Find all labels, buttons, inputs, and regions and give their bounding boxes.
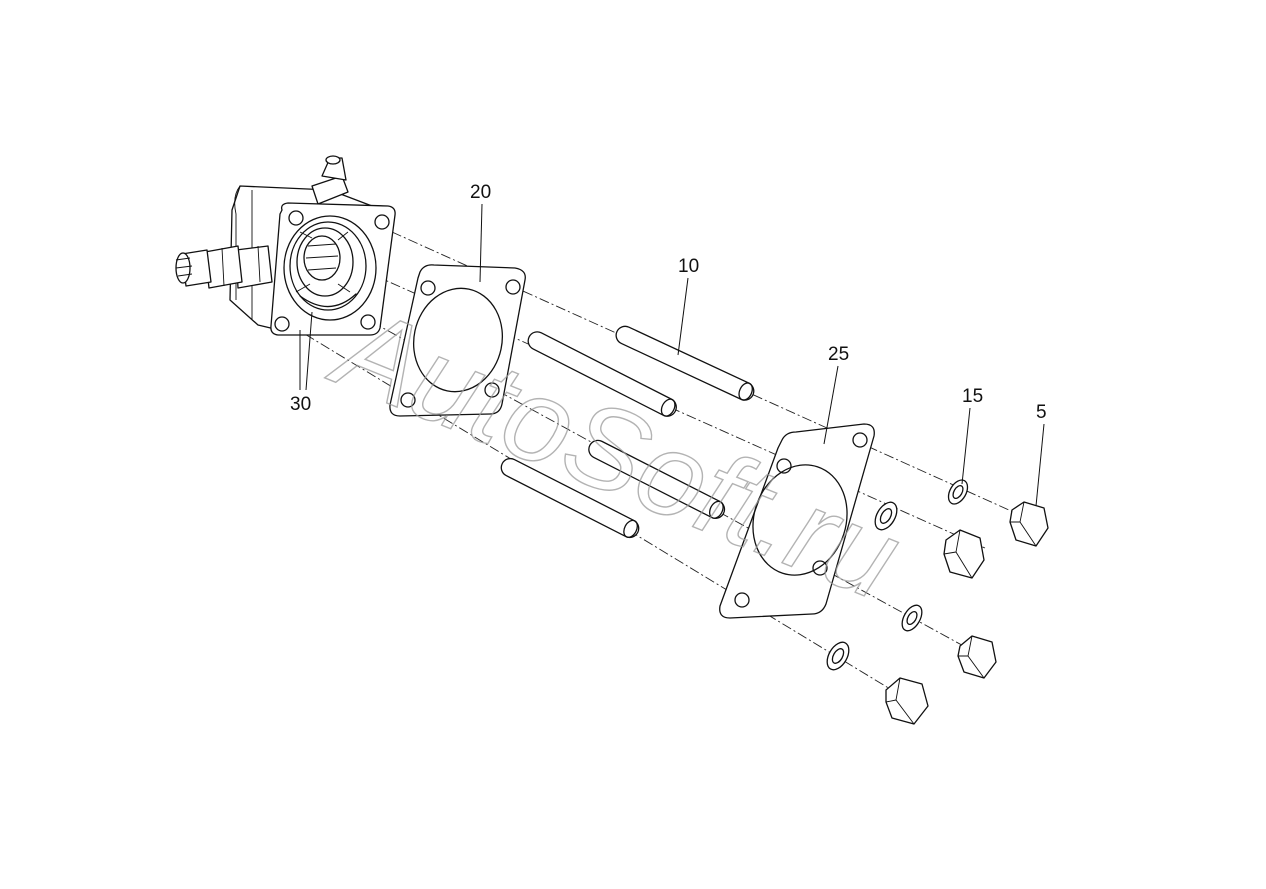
callout-10: 10 <box>678 256 699 277</box>
gasket-25 <box>719 423 875 619</box>
callouts: 20 10 25 15 5 30 <box>290 182 1047 423</box>
leader-lines <box>299 203 1045 507</box>
nut <box>957 635 997 679</box>
callout-5: 5 <box>1036 402 1047 423</box>
studs-10 <box>500 325 755 539</box>
pump-housing <box>175 155 396 336</box>
washers-15 <box>826 479 969 671</box>
nuts-5 <box>885 501 1049 725</box>
gasket-20 <box>389 264 526 417</box>
nut <box>1009 501 1049 547</box>
callout-15: 15 <box>962 386 983 407</box>
callout-25: 25 <box>828 344 849 365</box>
nut <box>885 677 929 725</box>
nut <box>943 529 985 579</box>
callout-20: 20 <box>470 182 491 203</box>
callout-30: 30 <box>290 394 311 415</box>
